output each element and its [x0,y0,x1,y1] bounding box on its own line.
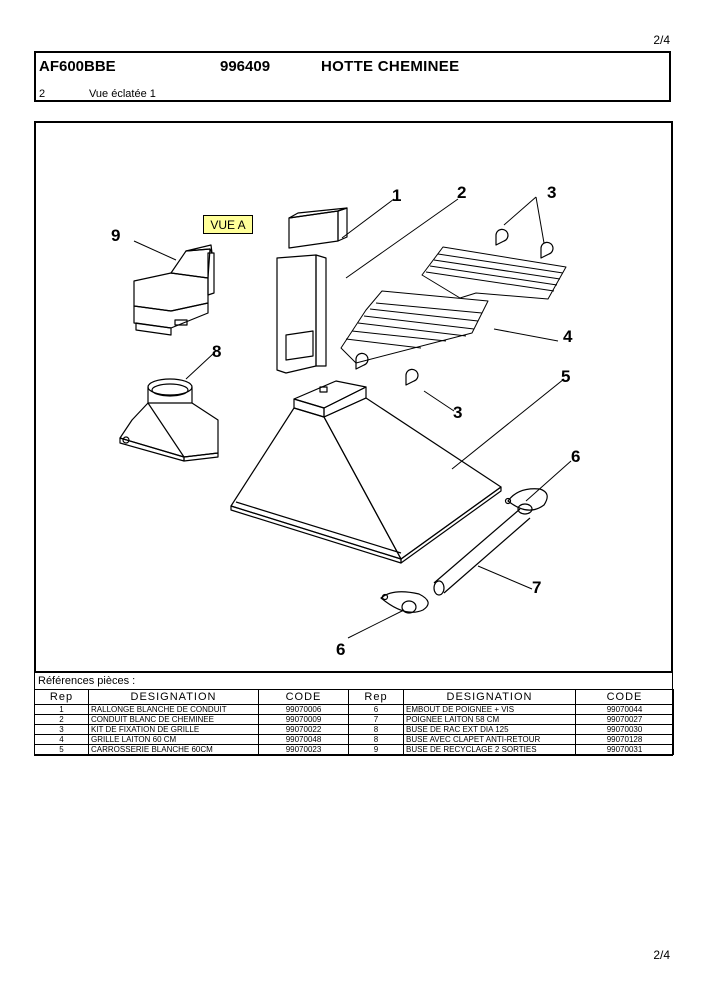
col-header-designation-2: DESIGNATION [403,689,576,705]
designation-cell: RALLONGE BLANCHE DE CONDUIT [88,704,259,715]
col-header-rep: Rep [34,689,89,705]
callout-4: 4 [563,327,573,346]
table-row: 5 CARROSSERIE BLANCHE 60CM 99070023 9 BU… [34,744,674,755]
rep-cell: 5 [34,744,89,755]
designation-cell: BUSE AVEC CLAPET ANTI-RETOUR [403,734,576,745]
vue-a-label: VUE A [203,215,253,234]
rep-cell: 2 [34,714,89,725]
code-cell: 99070022 [258,724,349,735]
callout-6-right: 6 [571,447,581,466]
col-header-rep-2: Rep [348,689,404,705]
callout-1: 1 [392,186,402,205]
designation-cell: GRILLE LAITON 60 CM [88,734,259,745]
col-header-code: CODE [258,689,349,705]
references-title: Références pièces : [38,675,136,687]
page-number-top: 2/4 [653,33,670,47]
model-name: AF600BBE [39,58,116,75]
designation-cell: CONDUIT BLANC DE CHEMINEE [88,714,259,725]
code-cell: 99070031 [575,744,674,755]
code-cell: 99070023 [258,744,349,755]
designation-cell: BUSE DE RECYCLAGE 2 SORTIES [403,744,576,755]
table-row: 1 RALLONGE BLANCHE DE CONDUIT 99070006 6… [34,704,674,715]
table-row: 4 GRILLE LAITON 60 CM 99070048 8 BUSE AV… [34,734,674,745]
callout-3-bottom: 3 [453,403,463,422]
col-header-code-2: CODE [575,689,674,705]
rep-cell: 4 [34,734,89,745]
table-header-row: Rep DESIGNATION CODE Rep DESIGNATION COD… [34,689,674,705]
section-name: Vue éclatée 1 [89,88,156,100]
product-code: 996409 [220,58,271,75]
code-cell: 99070048 [258,734,349,745]
designation-cell: KIT DE FIXATION DE GRILLE [88,724,259,735]
code-cell: 99070030 [575,724,674,735]
callout-8: 8 [212,342,222,361]
document-header: AF600BBE 996409 HOTTE CHEMINEE 2 Vue écl… [34,51,671,102]
callout-6-left: 6 [336,640,346,659]
parts-table: Rep DESIGNATION CODE Rep DESIGNATION COD… [34,689,674,755]
document-title: HOTTE CHEMINEE [321,58,460,75]
rep-cell: 3 [34,724,89,735]
code-cell: 99070009 [258,714,349,725]
page-number-bottom: 2/4 [653,948,670,962]
rep-cell: 7 [348,714,404,725]
exploded-view-diagram: 1 2 3 9 4 8 5 3 6 7 6 VUE A [34,121,673,673]
code-cell: 99070044 [575,704,674,715]
col-header-designation: DESIGNATION [88,689,259,705]
callout-5: 5 [561,367,571,386]
parts-reference-section: Références pièces : Rep DESIGNATION CODE… [34,673,674,756]
rep-cell: 9 [348,744,404,755]
rep-cell: 6 [348,704,404,715]
section-number: 2 [39,88,46,100]
designation-cell: POIGNEE LAITON 58 CM [403,714,576,725]
rep-cell: 8 [348,734,404,745]
designation-cell: CARROSSERIE BLANCHE 60CM [88,744,259,755]
exploded-view-drawing [119,196,572,639]
callout-3-top: 3 [547,183,557,202]
table-row: 3 KIT DE FIXATION DE GRILLE 99070022 8 B… [34,724,674,735]
rep-cell: 1 [34,704,89,715]
callout-7: 7 [532,578,542,597]
callout-2: 2 [457,183,467,202]
code-cell: 99070128 [575,734,674,745]
code-cell: 99070027 [575,714,674,725]
designation-cell: EMBOUT DE POIGNEE + VIS [403,704,576,715]
rep-cell: 8 [348,724,404,735]
designation-cell: BUSE DE RAC EXT DIA 125 [403,724,576,735]
table-row: 2 CONDUIT BLANC DE CHEMINEE 99070009 7 P… [34,714,674,725]
code-cell: 99070006 [258,704,349,715]
callout-9: 9 [111,226,121,245]
